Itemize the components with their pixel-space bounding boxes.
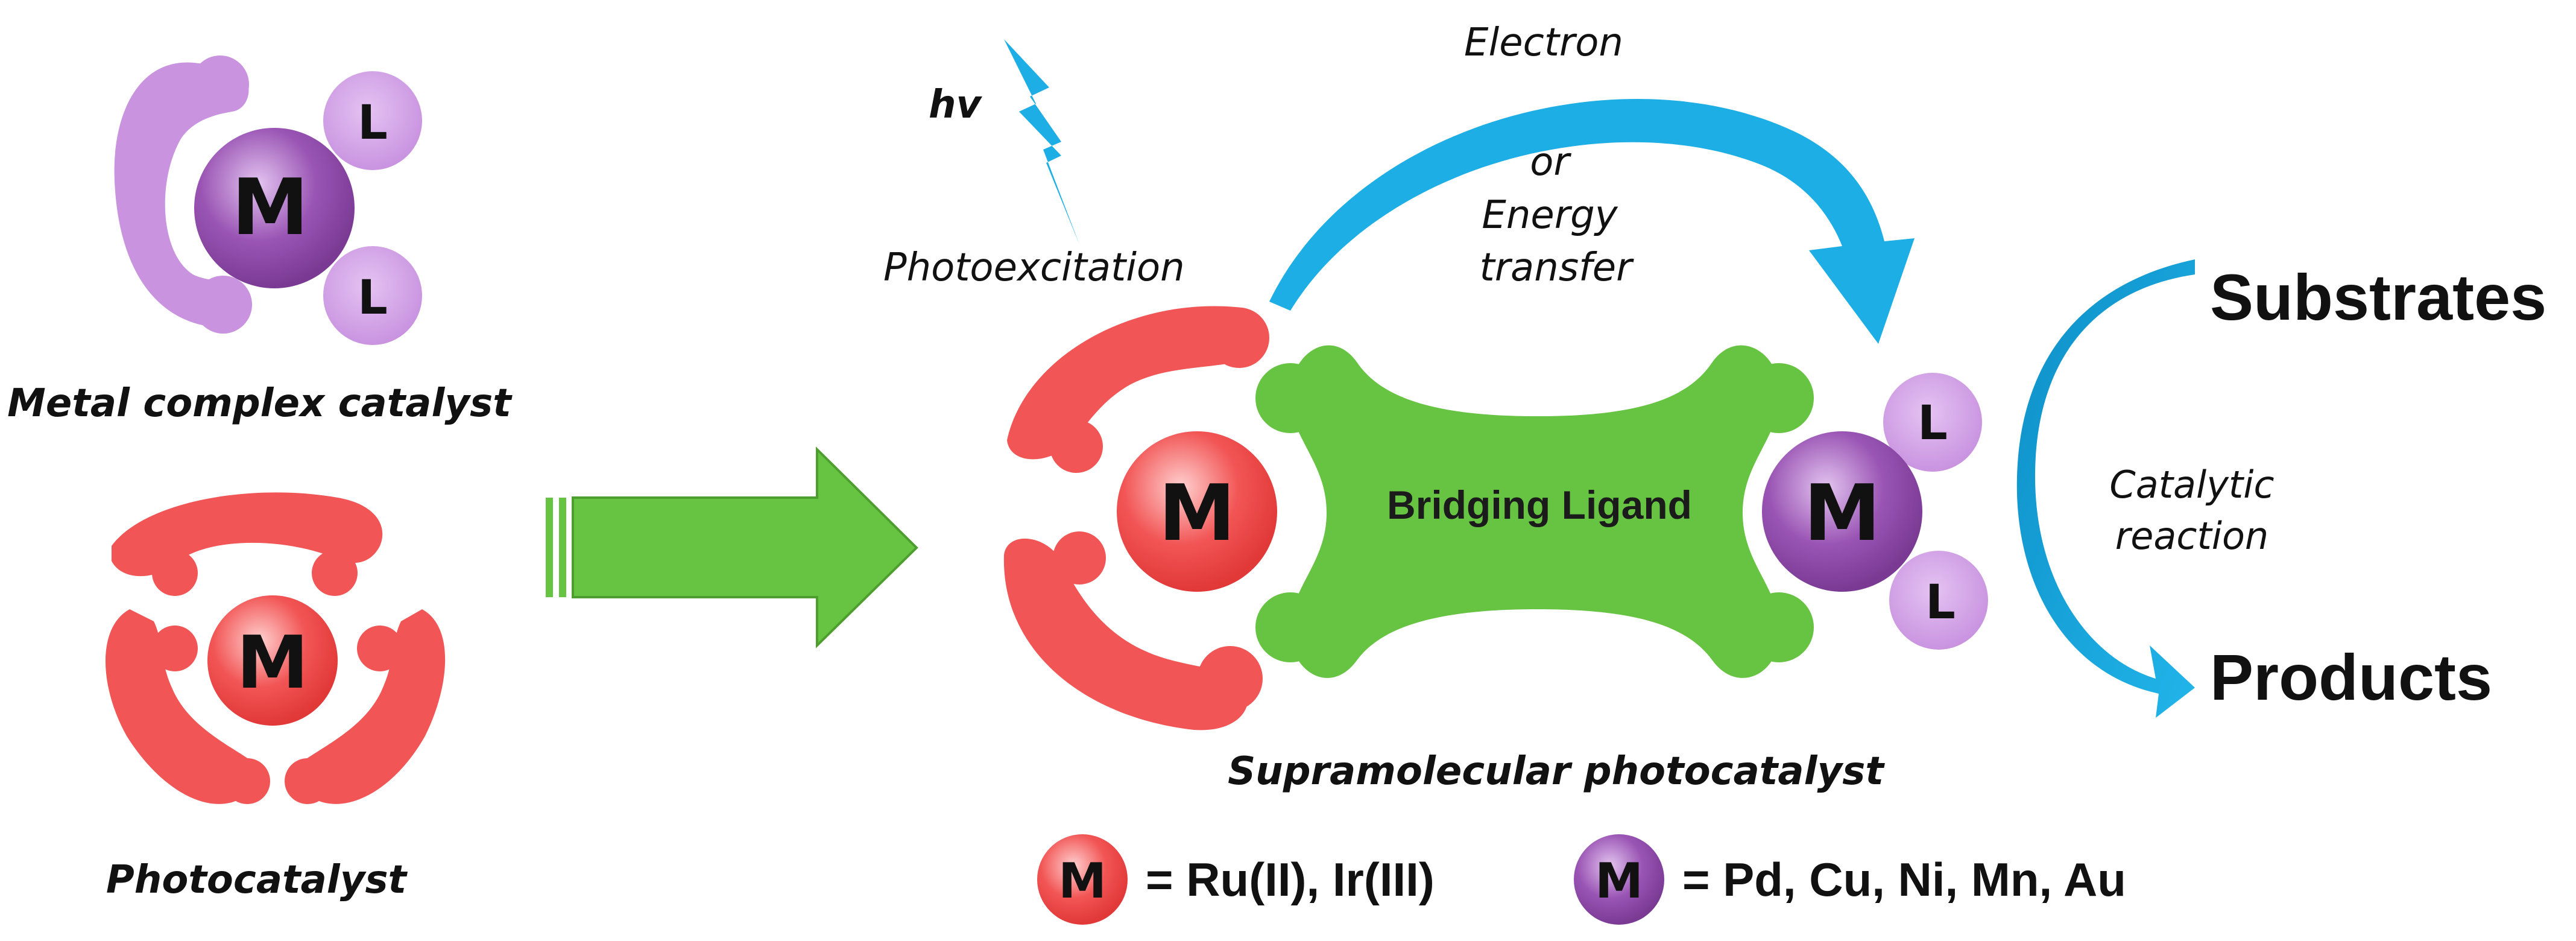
metal-symbol: M bbox=[232, 163, 308, 253]
ligand-arc-knob-top bbox=[191, 55, 249, 113]
supra-ligand-bottom-symbol: L bbox=[1925, 575, 1956, 630]
legend-purple-metals-text: = Pd, Cu, Ni, Mn, Au bbox=[1682, 853, 2126, 906]
legend-red-metal-symbol: M bbox=[1058, 853, 1106, 909]
photocatalyst-label: Photocatalyst bbox=[106, 858, 408, 902]
energy-label: Energy bbox=[1482, 193, 1618, 238]
bridging-ligand bbox=[1255, 345, 1814, 678]
ligand-arc-right bbox=[296, 609, 446, 804]
supra-ligand-bottom bbox=[1889, 551, 1988, 650]
legend-purple-metal bbox=[1574, 834, 1664, 925]
ps-ligand-knob-2 bbox=[1209, 308, 1269, 368]
reaction-label: reaction bbox=[2115, 514, 2268, 558]
transfer-label: transfer bbox=[1480, 246, 1634, 290]
photocatalyst bbox=[106, 492, 446, 804]
electron-transfer-arrow bbox=[1269, 98, 1915, 344]
arrow-tail-stripe-1 bbox=[546, 498, 553, 597]
ligand-knob-left-bottom bbox=[224, 758, 270, 804]
ps-ligand-knob-4 bbox=[1198, 646, 1263, 711]
ligand-arc bbox=[114, 62, 249, 328]
ps-ligand-knob-3 bbox=[1053, 531, 1106, 585]
ligand-arc-knob-bottom bbox=[194, 276, 252, 334]
arrow-body bbox=[572, 446, 918, 648]
bridging-knob-right-top bbox=[1744, 363, 1814, 433]
legend-red-metal bbox=[1037, 834, 1128, 925]
ligand-knob-top-right bbox=[312, 550, 358, 596]
substrates-label: Substrates bbox=[2210, 261, 2546, 334]
hv-label: hv bbox=[929, 83, 983, 127]
catalytic-reaction-arrow bbox=[2016, 259, 2195, 718]
metal-complex-catalyst: M L L bbox=[114, 55, 422, 345]
photosensitizer-ligands bbox=[1003, 306, 1269, 730]
bridging-knob-left-bottom bbox=[1255, 592, 1325, 662]
ligand-knob-right-top bbox=[357, 626, 403, 671]
supra-ligand-top-symbol: L bbox=[1918, 396, 1948, 451]
catalytic-label: Catalytic bbox=[2109, 463, 2274, 507]
ligand-knob-top-left bbox=[152, 550, 198, 596]
lightning-icon bbox=[1004, 39, 1079, 244]
ligand-circle-bottom bbox=[323, 246, 422, 345]
electron-label: Electron bbox=[1464, 21, 1623, 65]
ligand-knob-right-bottom bbox=[285, 758, 330, 804]
supra-ligand-top bbox=[1883, 373, 1982, 472]
photoexcitation-label: Photoexcitation bbox=[883, 246, 1185, 290]
metal-complex-catalyst-label: Metal complex catalyst bbox=[7, 381, 513, 426]
ligand-arc-left bbox=[106, 609, 259, 804]
ligand-circle-top bbox=[323, 71, 422, 170]
ligand-knob-left-top bbox=[152, 626, 198, 671]
legend-red-metals-text: = Ru(II), Ir(III) bbox=[1146, 853, 1435, 906]
supramolecular-photocatalyst-label: Supramolecular photocatalyst bbox=[1228, 749, 1885, 794]
legend-purple-metal-symbol: M bbox=[1595, 853, 1643, 909]
bridging-ligand-label: Bridging Ligand bbox=[1387, 483, 1692, 527]
bridging-knob-left-top bbox=[1255, 363, 1325, 433]
supra-metal-red bbox=[1117, 431, 1277, 592]
supra-metal-purple bbox=[1762, 431, 1922, 592]
ps-ligand-knob-1 bbox=[1050, 420, 1103, 473]
transformation-arrow bbox=[546, 446, 918, 648]
ligand-symbol-top: L bbox=[358, 96, 388, 150]
or-label: or bbox=[1530, 140, 1571, 185]
ps-ligand-arc-bottom bbox=[1003, 538, 1248, 730]
metal-sphere-red bbox=[207, 595, 338, 726]
supra-metal-purple-symbol: M bbox=[1804, 469, 1880, 559]
bridging-ligand-body bbox=[1290, 345, 1779, 678]
metal-sphere-purple bbox=[194, 128, 355, 288]
products-label: Products bbox=[2210, 641, 2492, 714]
ligand-symbol-bottom: L bbox=[358, 271, 388, 325]
arrow-tail-stripe-2 bbox=[559, 498, 566, 597]
photocatalyst-metal-symbol: M bbox=[236, 621, 308, 705]
supra-metal-red-symbol: M bbox=[1158, 469, 1235, 559]
legend: M = Ru(II), Ir(III) M = Pd, Cu, Ni, Mn, … bbox=[1037, 834, 2126, 925]
bridging-knob-right-bottom bbox=[1744, 592, 1814, 662]
